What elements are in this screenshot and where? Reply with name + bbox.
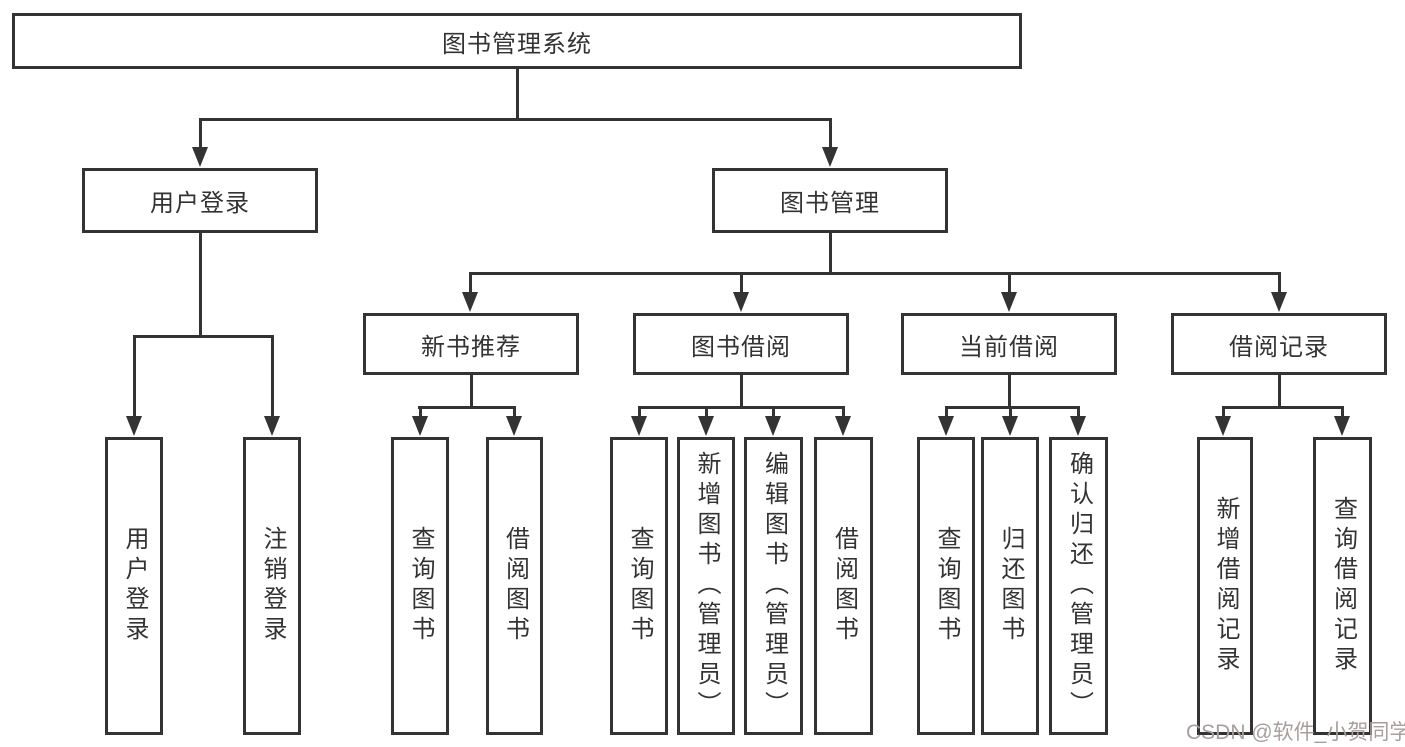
arrowhead-icon: [631, 416, 647, 436]
node-label: 图书管理系统: [442, 30, 592, 58]
connector-drop: [1009, 406, 1012, 417]
arrowhead-icon: [412, 416, 428, 436]
node-label: 新书推荐: [421, 333, 521, 361]
connector-recommend-trunk: [470, 375, 473, 408]
leaf-query-books-current: 查询图书: [917, 437, 975, 735]
arrowhead-icon: [506, 416, 522, 436]
node-label: 图书借阅: [691, 333, 791, 361]
connector-drop: [1341, 406, 1344, 417]
csdn-watermark: CSDN @软件_小贺同学: [1186, 721, 1405, 744]
connector-drop: [469, 272, 472, 293]
node-borrowing-records: 借阅记录: [1171, 313, 1387, 375]
node-label: 查询图书: [626, 526, 653, 646]
connector-recommend-branch: [418, 406, 516, 409]
connector-current-trunk: [1008, 375, 1011, 408]
connector-drop: [1278, 272, 1281, 293]
leaf-return-books: 归还图书: [981, 437, 1039, 735]
connector-userlogin-branch: [133, 335, 274, 338]
connector-root-branch: [199, 118, 831, 121]
node-label: 编辑图书（管理员）: [760, 451, 788, 721]
arrowhead-icon: [835, 416, 851, 436]
connector-drop: [740, 272, 743, 293]
leaf-query-books-recommend: 查询图书: [391, 437, 449, 735]
node-label: 借阅图书: [830, 526, 858, 646]
connector-borrowing-trunk: [740, 375, 743, 408]
arrowhead-icon: [264, 416, 280, 436]
connector-current-branch: [945, 406, 1080, 409]
arrowhead-icon: [1215, 416, 1231, 436]
node-library-management-system: 图书管理系统: [12, 13, 1022, 69]
connector-drop: [419, 406, 422, 417]
leaf-edit-books-admin: 编辑图书（管理员）: [744, 437, 803, 735]
leaf-user-login: 用户登录: [105, 437, 163, 735]
node-label: 新增图书（管理员）: [693, 451, 720, 721]
connector-records-branch: [1222, 406, 1344, 409]
connector-userlogin-trunk: [199, 233, 202, 337]
leaf-logout: 注销登录: [243, 437, 301, 735]
node-label: 查询图书: [407, 526, 434, 646]
node-label: 借阅记录: [1229, 333, 1329, 361]
arrowhead-icon: [192, 147, 208, 167]
arrowhead-icon: [733, 292, 749, 312]
arrowhead-icon: [1334, 416, 1350, 436]
leaf-query-borrow-record: 查询借阅记录: [1313, 437, 1372, 735]
node-label: 查询图书: [933, 526, 960, 646]
node-new-book-recommend: 新书推荐: [363, 313, 579, 375]
connector-drop: [772, 406, 775, 417]
node-label: 借阅图书: [501, 526, 529, 646]
connector-drop: [945, 406, 948, 417]
node-book-borrowing: 图书借阅: [633, 313, 849, 375]
node-label: 确认归还（管理员）: [1065, 451, 1093, 721]
leaf-add-borrow-record: 新增借阅记录: [1197, 437, 1253, 735]
node-user-login: 用户登录: [82, 168, 318, 233]
connector-drop: [705, 406, 708, 417]
arrowhead-icon: [765, 416, 781, 436]
node-label: 用户登录: [150, 190, 250, 217]
arrowhead-icon: [1002, 416, 1018, 436]
connector-drop: [1008, 272, 1011, 293]
node-label: 当前借阅: [959, 333, 1059, 361]
leaf-add-books-admin: 新增图书（管理员）: [677, 437, 735, 735]
leaf-query-books-borrowing: 查询图书: [610, 437, 668, 735]
node-label: 查询借阅记录: [1329, 496, 1357, 676]
arrowhead-icon: [126, 416, 142, 436]
connector-drop: [638, 406, 641, 417]
arrowhead-icon: [938, 416, 954, 436]
connector-drop: [842, 406, 845, 417]
connector-bookmgmt-branch: [469, 272, 1281, 275]
connector-drop: [133, 335, 136, 417]
connector-drop: [199, 118, 202, 148]
arrowhead-icon: [822, 147, 838, 167]
arrowhead-icon: [1001, 292, 1017, 312]
connector-root-trunk: [516, 69, 519, 119]
arrowhead-icon: [1271, 292, 1287, 312]
node-label: 归还图书: [997, 526, 1024, 646]
node-label: 用户登录: [121, 526, 148, 646]
connector-drop: [1222, 406, 1225, 417]
node-label: 注销登录: [259, 526, 286, 646]
leaf-borrow-books-borrowing: 借阅图书: [814, 437, 873, 735]
arrowhead-icon: [462, 292, 478, 312]
connector-records-trunk: [1278, 375, 1281, 408]
leaf-confirm-return-admin: 确认归还（管理员）: [1049, 437, 1108, 735]
connector-drop: [513, 406, 516, 417]
node-label: 图书管理: [780, 190, 880, 217]
connector-drop: [829, 118, 832, 148]
arrowhead-icon: [1070, 416, 1086, 436]
connector-drop: [1077, 406, 1080, 417]
connector-borrowing-branch: [638, 406, 845, 409]
connector-drop: [271, 335, 274, 417]
node-label: 新增借阅记录: [1212, 496, 1239, 676]
node-current-borrowing: 当前借阅: [901, 313, 1117, 375]
leaf-borrow-books-recommend: 借阅图书: [486, 437, 543, 735]
node-book-management: 图书管理: [712, 168, 948, 233]
connector-bookmgmt-trunk: [829, 233, 832, 274]
arrowhead-icon: [698, 416, 714, 436]
